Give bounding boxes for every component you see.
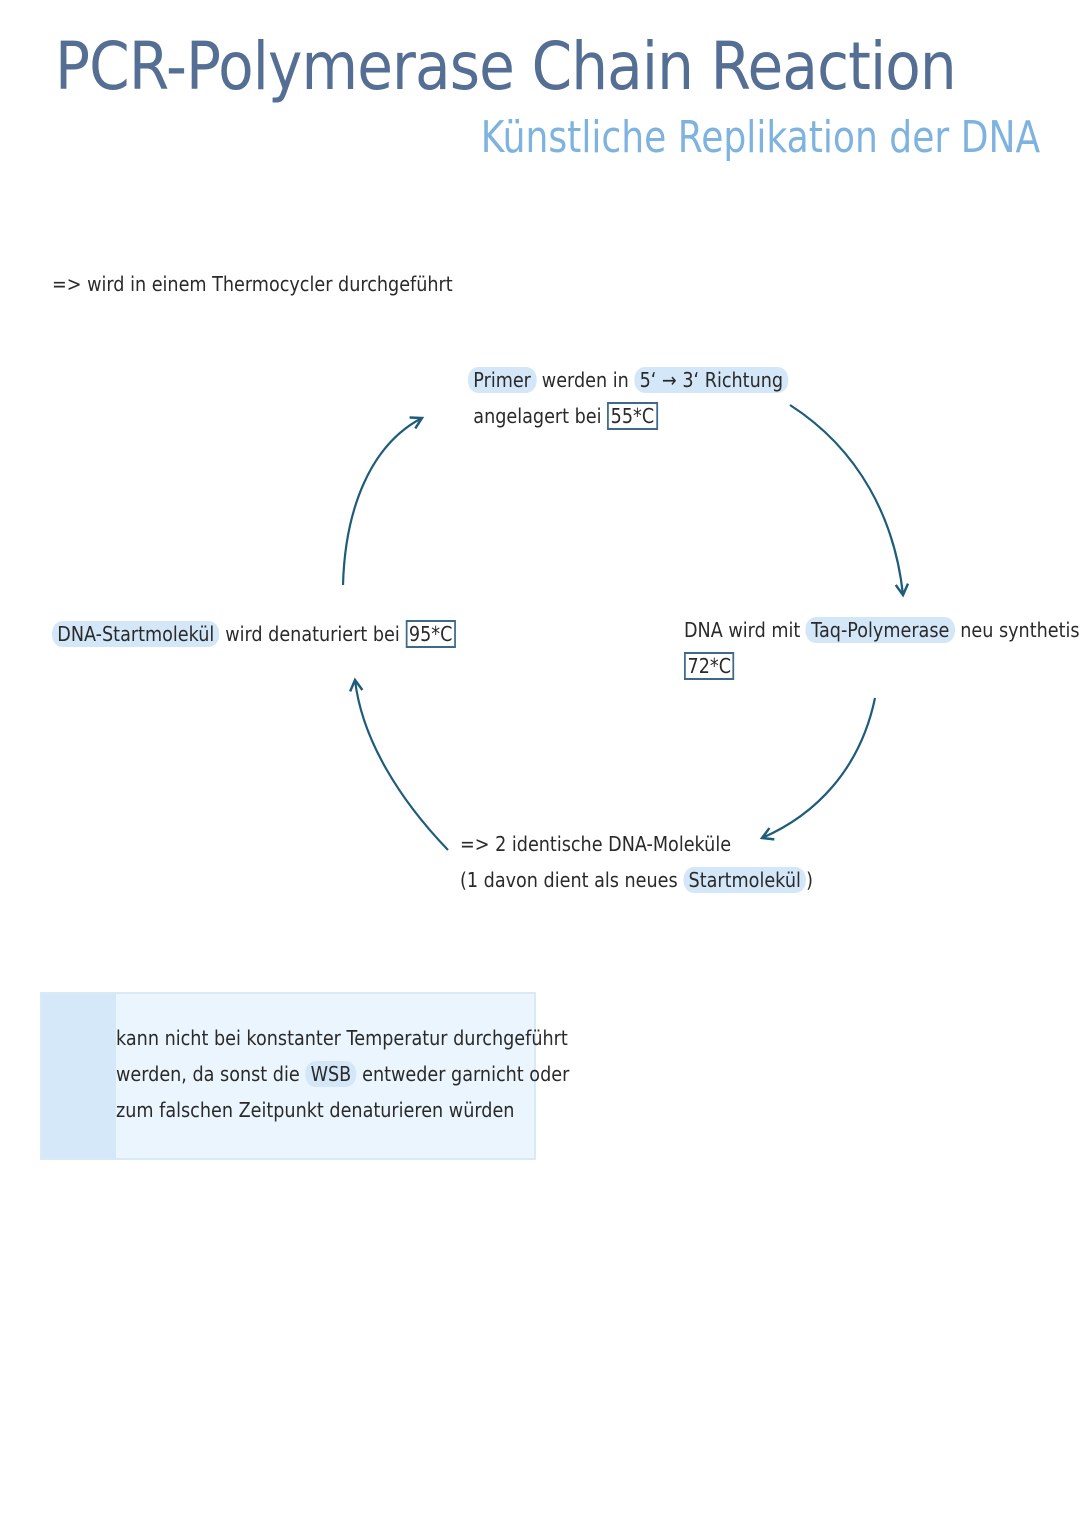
molecule-highlight: DNA-Startmolekül [52,621,220,647]
result-text-start: (1 davon dient als neues [460,868,684,892]
elongation-text-2: neu synthetisiert b [960,618,1080,642]
annealing-text-1: werden in [536,368,635,392]
callout-line-2-end: entweder garnicht oder [356,1062,570,1086]
elongation-text-1: DNA wird mit [684,618,806,642]
annealing-text-2: angelagert bei [473,404,608,428]
step-elongation: DNA wird mit Taq-Polymerase neu syntheti… [684,612,1080,684]
denaturation-text: wird denaturiert bei [219,622,406,646]
callout-text: kann nicht bei konstanter Temperatur dur… [116,1020,569,1128]
elongation-line-2: 72*C [684,648,1080,684]
temp-elongation: 72*C [684,652,735,680]
elongation-line-1: DNA wird mit Taq-Polymerase neu syntheti… [684,612,1080,648]
result-text-end: ) [806,868,814,892]
callout-line-2: werden, da sonst die WSB entweder garnic… [116,1056,569,1092]
result-line-1: => 2 identische DNA-Moleküle [460,832,732,856]
arrow-elongation-to-result [759,697,877,841]
page-title: PCR-Polymerase Chain Reaction [55,28,957,105]
callout-line-1: kann nicht bei konstanter Temperatur dur… [116,1026,568,1050]
enzyme-highlight: Taq-Polymerase [805,617,955,643]
step-annealing: Primer werden in 5‘ → 3‘ Richtung angela… [468,362,789,434]
callout-accent-bar [42,994,116,1158]
annealing-line-1: Primer werden in 5‘ → 3‘ Richtung [468,362,789,398]
page-subtitle: Künstliche Replikation der DNA [480,112,1040,163]
primer-highlight: Primer [468,367,537,393]
temp-annealing: 55*C [607,402,658,430]
wsb-highlight: WSB [305,1061,357,1087]
startmolekuel-highlight: Startmolekül [683,867,807,893]
result-line-2: (1 davon dient als neues Startmolekül) [460,862,813,898]
callout-line-3: zum falschen Zeitpunkt denaturieren würd… [116,1098,515,1122]
arrow-annealing-to-elongation [789,404,910,598]
arrow-denaturation-to-annealing [341,416,425,586]
callout-line-2-start: werden, da sonst die [116,1062,306,1086]
direction-highlight: 5‘ → 3‘ Richtung [634,367,789,393]
info-callout: kann nicht bei konstanter Temperatur dur… [40,992,569,1160]
temp-denaturation: 95*C [405,620,456,648]
intro-note: => wird in einem Thermocycler durchgefüh… [52,272,453,296]
step-denaturation: DNA-Startmolekül wird denaturiert bei 95… [52,616,456,652]
annealing-line-2: angelagert bei 55*C [468,398,788,434]
step-result: => 2 identische DNA-Moleküle (1 davon di… [460,826,813,898]
arrow-result-to-denaturation [349,677,449,851]
